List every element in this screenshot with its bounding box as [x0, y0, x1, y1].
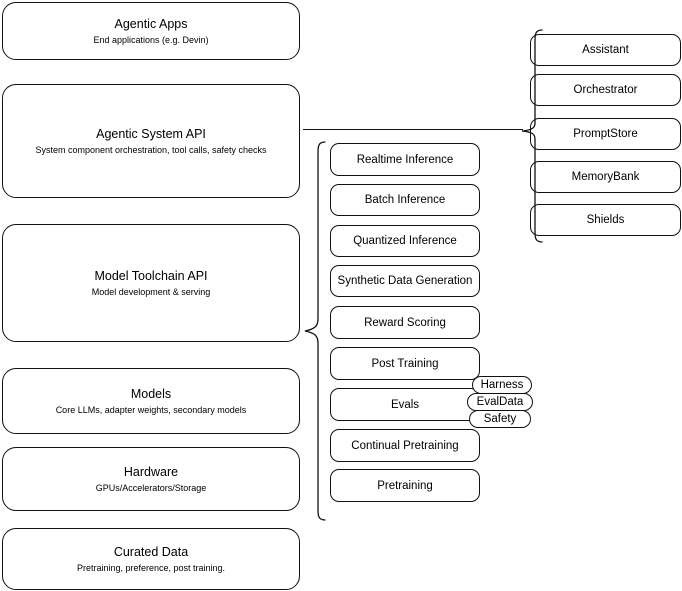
- component-title: Shields: [586, 214, 625, 226]
- component-box-memorybank[interactable]: MemoryBank: [530, 161, 681, 193]
- layer-title: Model Toolchain API: [94, 268, 208, 283]
- layer-subtitle: End applications (e.g. Devin): [93, 34, 209, 45]
- layer-box-agentic-system-api[interactable]: Agentic System API System component orch…: [2, 84, 300, 198]
- layer-subtitle: Pretraining, preference, post training.: [76, 562, 226, 573]
- layer-box-models[interactable]: Models Core LLMs, adapter weights, secon…: [2, 368, 300, 434]
- layer-title: Hardware: [123, 464, 179, 479]
- evals-pill-evaldata[interactable]: EvalData: [467, 393, 533, 411]
- component-title: Reward Scoring: [364, 316, 446, 329]
- layer-subtitle: System component orchestration, tool cal…: [35, 144, 267, 155]
- component-title: PromptStore: [573, 128, 638, 140]
- component-box-reward-scoring[interactable]: Reward Scoring: [330, 306, 480, 339]
- component-box-quantized-inference[interactable]: Quantized Inference: [330, 225, 480, 257]
- component-box-evals[interactable]: Evals: [330, 388, 480, 421]
- component-title: Synthetic Data Generation: [337, 275, 473, 287]
- component-box-orchestrator[interactable]: Orchestrator: [530, 74, 681, 106]
- component-title: Evals: [390, 398, 420, 411]
- layer-subtitle: GPUs/Accelerators/Storage: [95, 482, 207, 493]
- component-title: Assistant: [582, 44, 629, 56]
- component-box-batch-inference[interactable]: Batch Inference: [330, 184, 480, 216]
- evals-pill-label: Harness: [480, 379, 524, 391]
- component-title: Continual Pretraining: [351, 439, 459, 452]
- component-title: Batch Inference: [364, 194, 446, 206]
- layer-box-curated-data[interactable]: Curated Data Pretraining, preference, po…: [2, 528, 300, 590]
- component-title: Realtime Inference: [356, 153, 454, 166]
- component-title: Pretraining: [377, 479, 433, 492]
- component-title: MemoryBank: [571, 171, 640, 183]
- component-title: Quantized Inference: [353, 235, 457, 247]
- component-box-continual-pretraining[interactable]: Continual Pretraining: [330, 429, 480, 462]
- layer-subtitle: Core LLMs, adapter weights, secondary mo…: [55, 404, 247, 415]
- brace-agentic-system: [521, 29, 543, 243]
- layer-title: Models: [130, 386, 172, 401]
- component-box-promptstore[interactable]: PromptStore: [530, 118, 681, 150]
- layer-subtitle: Model development & serving: [91, 286, 211, 297]
- layer-title: Agentic Apps: [114, 16, 188, 31]
- brace-model-toolchain: [304, 141, 326, 521]
- component-box-post-training[interactable]: Post Training: [330, 347, 480, 380]
- layer-box-hardware[interactable]: Hardware GPUs/Accelerators/Storage: [2, 447, 300, 511]
- component-title: Orchestrator: [573, 84, 638, 96]
- connector-agentic-system-api-to-components: [303, 129, 523, 131]
- component-box-shields[interactable]: Shields: [530, 204, 681, 236]
- component-title: Post Training: [371, 357, 439, 370]
- evals-pill-label: Safety: [483, 413, 517, 425]
- layer-box-model-toolchain-api[interactable]: Model Toolchain API Model development & …: [2, 224, 300, 342]
- evals-pill-label: EvalData: [476, 396, 524, 408]
- layer-box-agentic-apps[interactable]: Agentic Apps End applications (e.g. Devi…: [2, 2, 300, 60]
- component-box-pretraining[interactable]: Pretraining: [330, 469, 480, 502]
- evals-pill-safety[interactable]: Safety: [469, 410, 531, 428]
- component-box-synthetic-data-generation[interactable]: Synthetic Data Generation: [330, 265, 480, 297]
- layer-title: Curated Data: [113, 544, 189, 559]
- layer-title: Agentic System API: [96, 126, 206, 141]
- component-box-assistant[interactable]: Assistant: [530, 34, 681, 66]
- evals-pill-harness[interactable]: Harness: [472, 376, 532, 394]
- component-box-realtime-inference[interactable]: Realtime Inference: [330, 143, 480, 176]
